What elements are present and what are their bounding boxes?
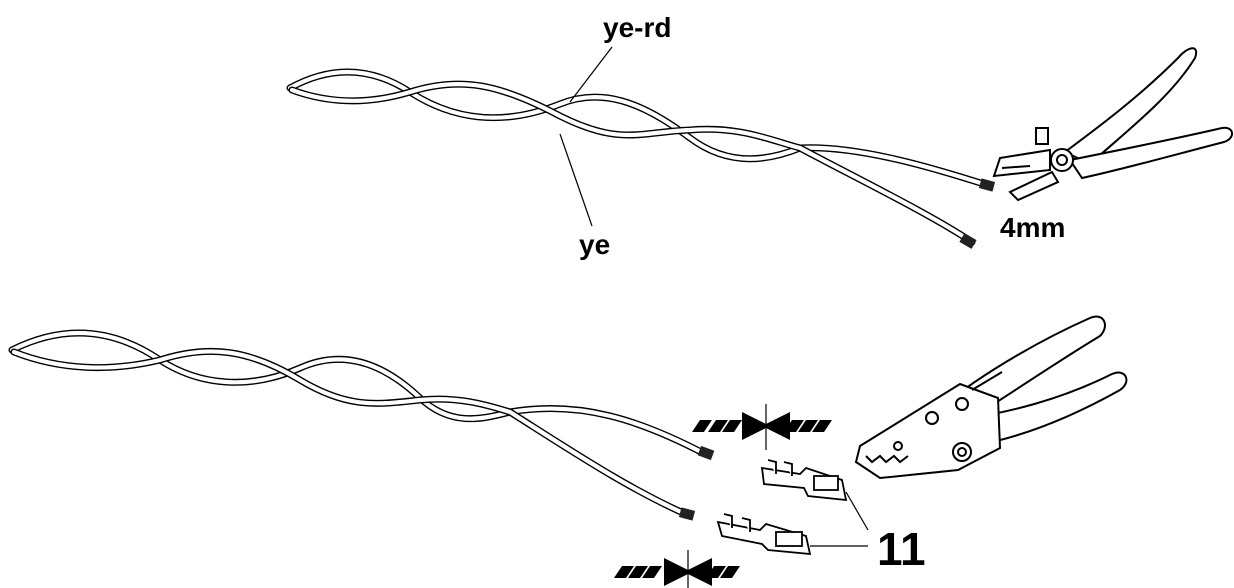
crimping-pliers-icon xyxy=(854,315,1128,480)
stripped-end xyxy=(959,233,977,249)
wire-color-label-ye-rd: ye-rd xyxy=(603,12,672,43)
wire-color-label-ye: ye xyxy=(579,229,611,260)
stripped-end xyxy=(697,445,715,461)
part-number-label: 11 xyxy=(877,523,926,575)
strip-length-label: 4mm xyxy=(1000,212,1066,243)
twisted-pair-bottom xyxy=(8,329,715,521)
stripped-end xyxy=(978,178,996,192)
crimp-terminal-icon xyxy=(760,459,848,502)
stripped-end xyxy=(678,507,696,521)
compression-arrows-icon xyxy=(692,404,832,450)
wire-stripper-icon xyxy=(992,47,1233,202)
crimp-terminal-icon xyxy=(716,513,812,556)
compression-arrows-icon xyxy=(614,550,740,588)
twisted-pair-top xyxy=(286,46,996,249)
